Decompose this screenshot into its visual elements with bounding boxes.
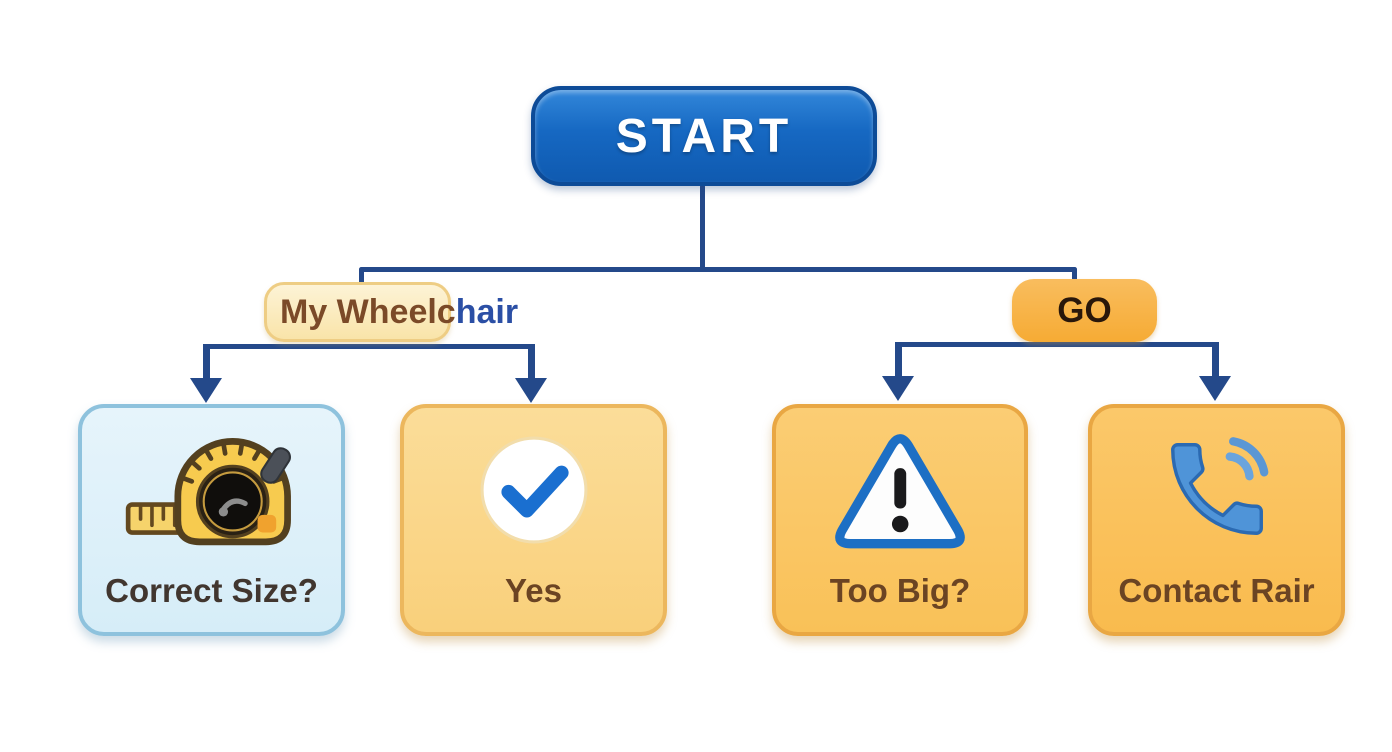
right-subline [898, 342, 1216, 347]
start-stem-line [700, 184, 705, 272]
phone-call-icon [1092, 430, 1341, 548]
branch-label-go: GO [1057, 290, 1112, 330]
node-yes[interactable]: Yes [400, 404, 667, 636]
down-arrow-contact [1212, 342, 1219, 378]
node-label: Contact Rair [1118, 572, 1315, 609]
warning-triangle-icon [776, 432, 1024, 554]
down-arrow-head-icon [882, 376, 914, 401]
node-too-big[interactable]: Too Big? [772, 404, 1028, 636]
node-correct-size[interactable]: Correct Size? [78, 404, 345, 636]
node-contact-rair[interactable]: Contact Rair [1088, 404, 1345, 636]
main-branch-line [359, 267, 1077, 272]
branch-pill-go[interactable]: GO [1012, 279, 1157, 342]
node-label: Yes [505, 572, 562, 609]
node-label: Correct Size? [105, 572, 318, 609]
branch-label-overflow: hair [455, 292, 519, 331]
down-arrow-correct-size [203, 344, 210, 380]
down-arrow-head-icon [190, 378, 222, 403]
down-arrow-head-icon [515, 378, 547, 403]
down-arrow-head-icon [1199, 376, 1231, 401]
checkmark-icon [404, 434, 663, 546]
start-button[interactable]: START [531, 86, 877, 186]
right-branch-stub [1072, 267, 1077, 287]
down-arrow-too-big [895, 342, 902, 378]
down-arrow-yes [528, 344, 535, 380]
node-label: Too Big? [829, 572, 971, 609]
left-subline [206, 344, 532, 349]
tape-measure-icon [82, 414, 341, 562]
branch-label-inside: My Wheelc [280, 292, 456, 331]
start-label: START [615, 109, 793, 163]
left-branch-stub [359, 267, 364, 289]
